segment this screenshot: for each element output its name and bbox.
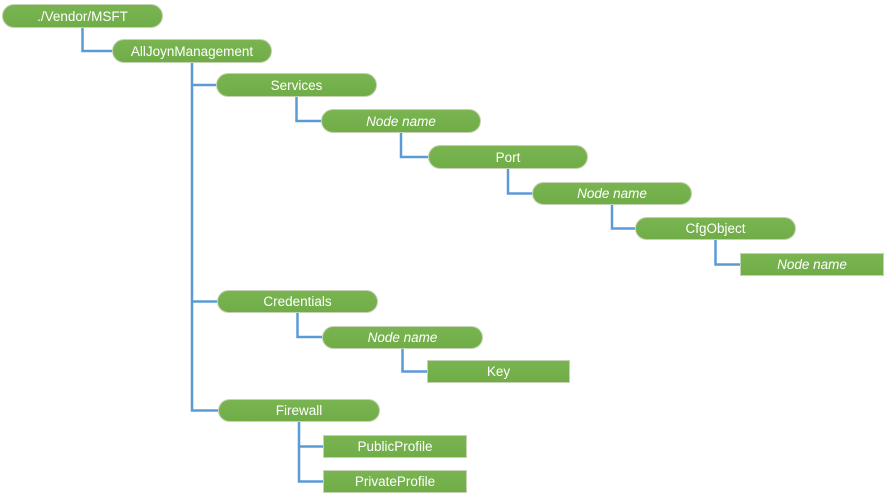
node-services: Services xyxy=(216,73,377,97)
connector-alljoyn-trunk xyxy=(190,63,218,412)
node-alljoynmanagement: AllJoynManagement xyxy=(112,39,272,63)
node-services-nodename: Node name xyxy=(321,109,481,133)
node-port-nodename: Node name xyxy=(532,182,692,205)
connector-firewall-trunk xyxy=(297,422,323,483)
connector-nodename-to-cfgobject xyxy=(610,205,635,230)
connector-cfgobject-to-nodename xyxy=(714,240,740,266)
node-key: Key xyxy=(427,360,570,383)
node-privateprofile: PrivateProfile xyxy=(323,470,467,493)
connector-root-to-alljoyn xyxy=(81,28,112,53)
connector-nodename-to-port xyxy=(399,133,428,159)
node-credentials-nodename: Node name xyxy=(322,326,483,349)
node-cfgobject-nodename: Node name xyxy=(740,253,884,276)
node-publicprofile: PublicProfile xyxy=(323,435,467,458)
connector-port-to-nodename xyxy=(506,169,532,195)
node-vendor-msft: ./Vendor/MSFT xyxy=(2,4,163,28)
connector-services-to-nodename xyxy=(295,97,321,123)
connector-credentials-to-nodename xyxy=(296,313,322,339)
connector-nodename-to-key xyxy=(401,348,427,373)
node-port: Port xyxy=(428,145,588,169)
node-firewall: Firewall xyxy=(218,399,380,422)
node-credentials: Credentials xyxy=(217,290,378,313)
node-cfgobject: CfgObject xyxy=(635,217,796,240)
